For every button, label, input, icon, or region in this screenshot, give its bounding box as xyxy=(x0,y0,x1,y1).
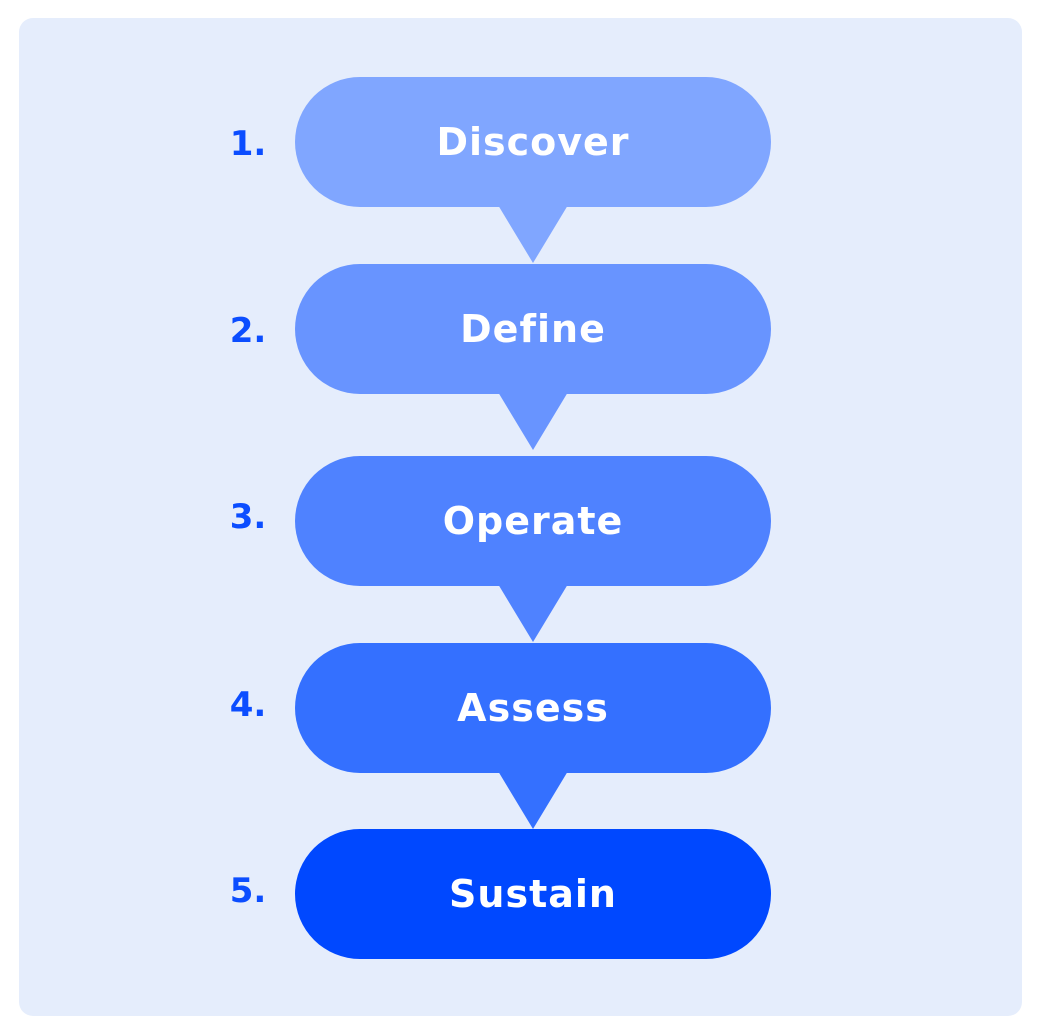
step-sustain: Sustain xyxy=(295,829,771,959)
step-label: Define xyxy=(460,307,606,351)
step-number-1: 1. xyxy=(229,124,267,164)
flow-arrow-down-icon xyxy=(498,771,568,829)
step-number-3: 3. xyxy=(229,497,267,537)
flow-arrow-down-icon xyxy=(498,584,568,642)
step-label: Assess xyxy=(457,686,609,730)
step-label: Discover xyxy=(436,120,630,164)
flow-arrow-down-icon xyxy=(498,392,568,450)
step-number-4: 4. xyxy=(229,685,267,725)
step-assess: Assess xyxy=(295,643,771,829)
step-number-2: 2. xyxy=(229,311,267,351)
step-operate: Operate xyxy=(295,456,771,642)
step-discover: Discover xyxy=(295,77,771,263)
step-label: Operate xyxy=(442,499,624,543)
step-define: Define xyxy=(295,264,771,450)
step-number-5: 5. xyxy=(229,871,267,911)
step-label: Sustain xyxy=(449,872,617,916)
flow-arrow-down-icon xyxy=(498,205,568,263)
